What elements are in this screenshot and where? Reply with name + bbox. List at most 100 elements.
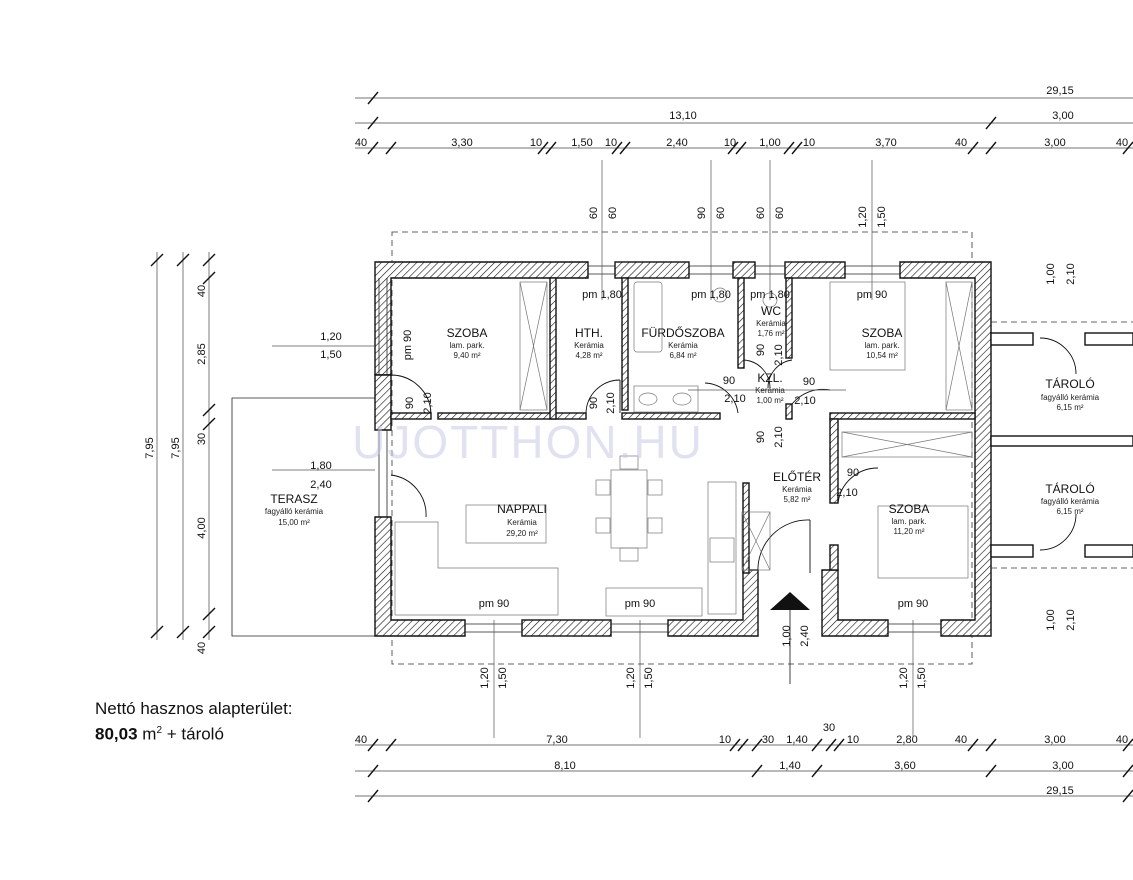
window-width: 1,20 — [898, 667, 910, 688]
room-floor: Kerámia — [668, 341, 698, 350]
door-width: 1,00 — [1045, 263, 1057, 284]
room-label: NAPPALI Kerámia 29,20 m² — [497, 502, 547, 538]
room-label: WC Kerámia 1,76 m² — [756, 304, 786, 338]
room-name: KZL. — [757, 371, 782, 385]
dim-segment: 1,00 — [759, 137, 780, 149]
room-name: HTH. — [575, 326, 603, 340]
parapet-label: pm 90 — [402, 330, 414, 361]
room-name: NAPPALI — [497, 502, 547, 516]
window-width: 1,20 — [320, 331, 341, 343]
furniture — [394, 281, 973, 617]
dim-segment: 40 — [1116, 137, 1128, 149]
room-floor: lam. park. — [891, 517, 926, 526]
storage-buildings — [990, 321, 1133, 569]
door-height: 2,10 — [836, 487, 857, 499]
room-floor: fagyálló kerámia — [1041, 497, 1100, 506]
window-height: 1,50 — [916, 667, 928, 688]
terrace-door-height: 2,40 — [310, 479, 331, 491]
door-height: 2,10 — [422, 392, 434, 413]
dim-segment: 30 — [762, 734, 774, 746]
room-area: 29,20 m² — [506, 529, 538, 538]
window-tags: 60 60 90 60 60 60 1,20 1,50 1,00 2,10 1,… — [479, 206, 1077, 688]
window-height: 1,50 — [497, 667, 509, 688]
dim-segment: 10 — [605, 137, 617, 149]
dim-segment: 40 — [196, 285, 208, 297]
terrace-door-width: 1,80 — [310, 460, 331, 472]
door-height: 2,10 — [605, 392, 617, 413]
parapet-label: pm 90 — [479, 598, 510, 610]
room-area: 9,40 m² — [453, 351, 480, 360]
parapet-label: pm 1,80 — [750, 289, 790, 301]
net-area-label: Nettó hasznos alapterület: — [95, 699, 293, 718]
dim-segment: 1,40 — [779, 760, 800, 772]
walls — [374, 261, 992, 637]
dim-segment: 8,10 — [554, 760, 575, 772]
window-width: 1,20 — [625, 667, 637, 688]
room-label: SZOBA lam. park. 9,40 m² — [447, 326, 488, 360]
dim-segment: 40 — [955, 734, 967, 746]
dim-segment: 10 — [847, 734, 859, 746]
dim-segment: 40 — [955, 137, 967, 149]
net-area-value-line: 80,03 m2 + tároló — [95, 720, 293, 746]
room-floor: Kerámia — [507, 518, 537, 527]
room-name: FÜRDŐSZOBA — [641, 325, 724, 340]
room-floor: Kerámia — [782, 485, 812, 494]
room-floor: Kerámia — [755, 386, 785, 395]
window-width: 1,20 — [479, 667, 491, 688]
window-width: 90 — [696, 207, 708, 219]
room-area: 6,84 m² — [669, 351, 696, 360]
door-height: 2,10 — [794, 395, 815, 407]
room-name: SZOBA — [889, 502, 930, 516]
door-width: 90 — [404, 397, 416, 409]
room-label: FÜRDŐSZOBA Kerámia 6,84 m² — [641, 325, 724, 360]
room-area: 6,15 m² — [1056, 403, 1083, 412]
room-floor: lam. park. — [864, 341, 899, 350]
dim-segment: 2,40 — [666, 137, 687, 149]
dim-segment: 1,40 — [786, 734, 807, 746]
parapet-labels: pm 90 pm 1,80 pm 1,80 pm 1,80 pm 90 pm 9… — [402, 289, 928, 610]
door-width: 90 — [755, 431, 767, 443]
dim-segment: 3,70 — [875, 137, 896, 149]
net-floor-area: Nettó hasznos alapterület: 80,03 m2 + tá… — [95, 698, 293, 746]
dim-segment: 40 — [196, 642, 208, 654]
dim-segment: 10 — [530, 137, 542, 149]
room-label: TERASZ fagyálló kerámia 15,00 m² — [265, 492, 324, 527]
room-name: WC — [761, 304, 781, 318]
door-height: 2,10 — [724, 393, 745, 405]
room-floor: Kerámia — [574, 341, 604, 350]
dim-storage-width: 3,00 — [1052, 110, 1073, 122]
dim-depth: 7,95 — [144, 437, 156, 458]
room-label: HTH. Kerámia 4,28 m² — [574, 326, 604, 360]
dim-segment: 40 — [355, 137, 367, 149]
entrance-width: 1,00 — [781, 625, 793, 646]
dim-segment: 40 — [355, 734, 367, 746]
net-area-value: 80,03 — [95, 724, 138, 744]
room-labels: SZOBA lam. park. 9,40 m² HTH. Kerámia 4,… — [265, 304, 1100, 538]
dim-segment: 3,30 — [451, 137, 472, 149]
door-height: 2,10 — [1065, 263, 1077, 284]
room-area: 1,00 m² — [756, 396, 783, 405]
dim-segment: 30 — [196, 433, 208, 445]
room-label: SZOBA lam. park. 10,54 m² — [862, 326, 903, 360]
parapet-label: pm 1,80 — [582, 289, 622, 301]
parapet-label: pm 90 — [625, 598, 656, 610]
window-height: 1,50 — [643, 667, 655, 688]
room-name: ELŐTÉR — [773, 469, 821, 484]
window-width: 60 — [588, 207, 600, 219]
misc-tags: 1,20 1,50 1,80 2,40 1,00 2,40 — [310, 331, 811, 647]
room-name: SZOBA — [447, 326, 488, 340]
window-height: 60 — [774, 207, 786, 219]
net-area-unit-sup: 2 — [156, 725, 163, 736]
door-width: 90 — [588, 397, 600, 409]
room-label: KZL. Kerámia 1,00 m² — [755, 371, 785, 405]
room-area: 11,20 m² — [894, 527, 925, 536]
left-dimension-lines: 7,95 7,95 40 2,85 30 4,00 40 — [144, 252, 216, 654]
room-name: SZOBA — [862, 326, 903, 340]
dim-segment: 7,30 — [546, 734, 567, 746]
dim-segment: 3,00 — [1044, 734, 1065, 746]
door-width: 90 — [847, 467, 859, 479]
door-width: 1,00 — [1045, 609, 1057, 630]
room-area: 10,54 m² — [866, 351, 898, 360]
net-area-unit: m — [142, 724, 157, 744]
